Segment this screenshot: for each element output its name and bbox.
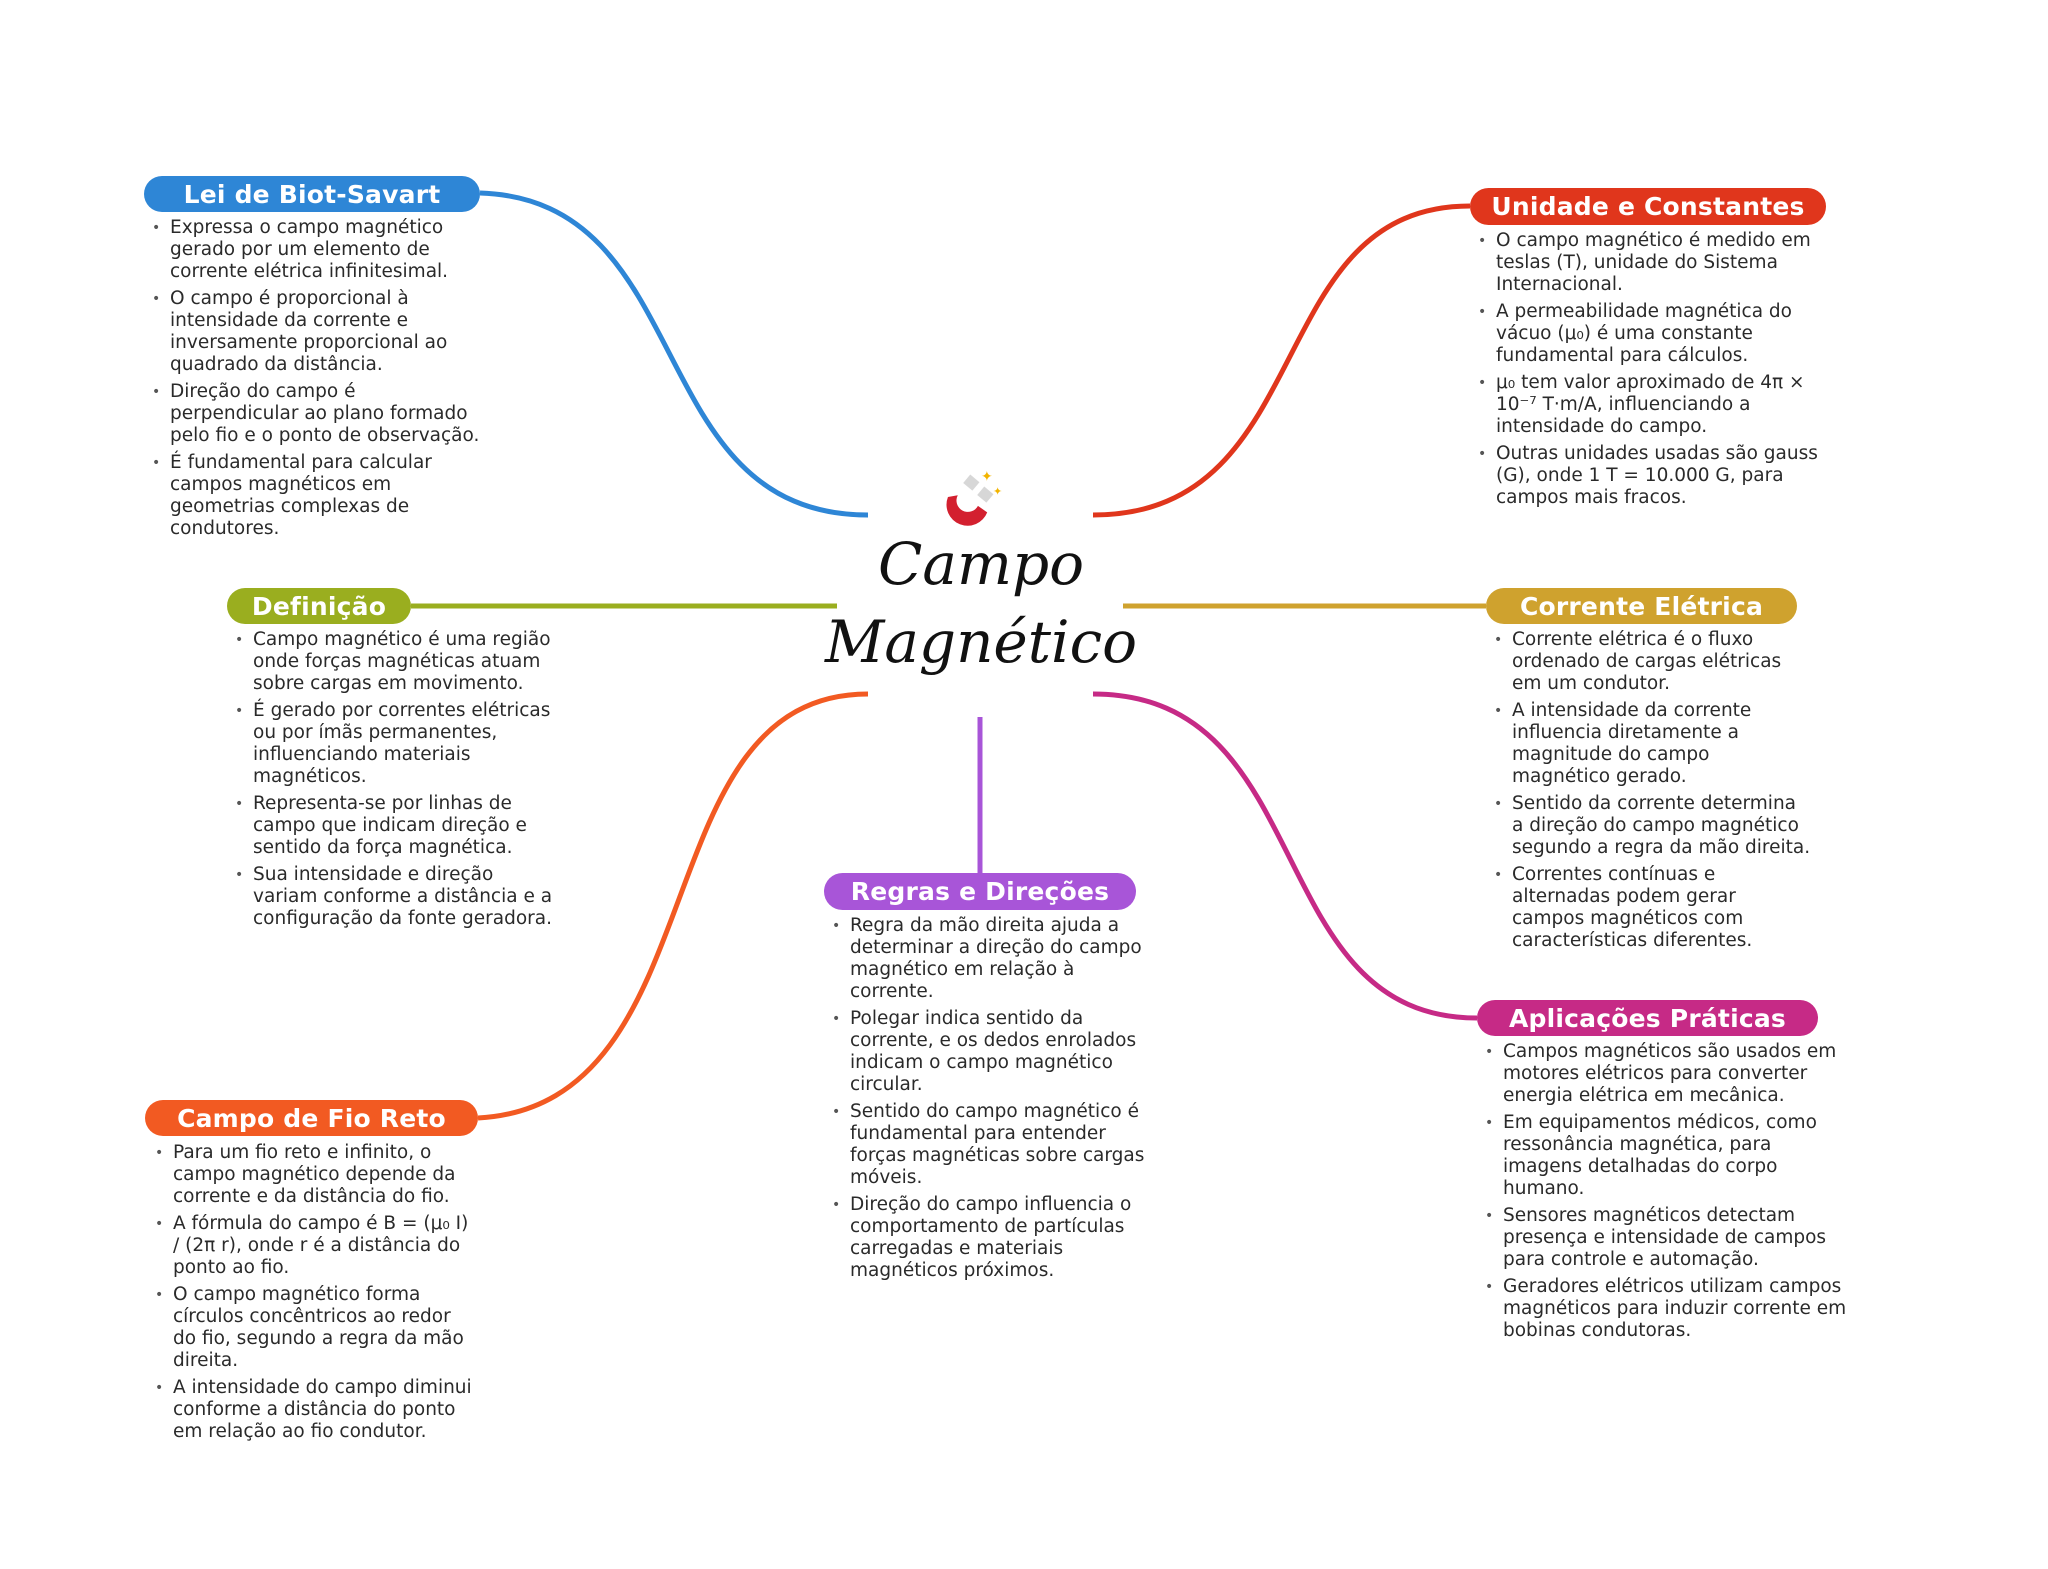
svg-text:✦: ✦ [993, 485, 1002, 498]
note-item: Sensores magnéticos detectam presença e … [1483, 1205, 1848, 1271]
note-item: Geradores elétricos utilizam campos magn… [1483, 1276, 1848, 1342]
note-item: É gerado por correntes elétricas ou por … [233, 700, 553, 788]
note-item: Polegar indica sentido da corrente, e os… [830, 1008, 1160, 1096]
note-item: Representa-se por linhas de campo que in… [233, 793, 553, 859]
central-title-line1: Campo [877, 530, 1084, 598]
note-item: Direção do campo é perpendicular ao plan… [150, 381, 480, 447]
topic-unidade-constantes[interactable]: Unidade e Constantes [1470, 188, 1826, 225]
link-fio [477, 691, 869, 1121]
central-title-line2: Magnético [824, 608, 1138, 676]
link-aplicacoes [1092, 691, 1478, 1021]
note-item: A permeabilidade magnética do vácuo (μ₀)… [1476, 301, 1846, 367]
note-item: Sentido da corrente determina a direção … [1492, 793, 1812, 859]
note-item: μ₀ tem valor aproximado de 4π × 10⁻⁷ T·m… [1476, 372, 1846, 438]
topic-campo-fio-reto[interactable]: Campo de Fio Reto [145, 1100, 478, 1136]
note-item: Em equipamentos médicos, como ressonânci… [1483, 1112, 1848, 1200]
note-item: Campos magnéticos são usados em motores … [1483, 1041, 1848, 1107]
note-item: Regra da mão direita ajuda a determinar … [830, 915, 1160, 1003]
magnet-icon: ✦ ✦ [946, 469, 1002, 526]
note-item: Sua intensidade e direção variam conform… [233, 864, 553, 930]
topic-definicao[interactable]: Definição [227, 588, 411, 624]
note-item: Direção do campo influencia o comportame… [830, 1194, 1160, 1282]
topic-aplicacoes-praticas[interactable]: Aplicações Práticas [1477, 1000, 1818, 1036]
regras-notes: Regra da mão direita ajuda a determinar … [830, 915, 1160, 1287]
note-item: O campo é proporcional à intensidade da … [150, 288, 480, 376]
link-biot [479, 190, 869, 518]
note-item: O campo magnético forma círculos concênt… [153, 1284, 478, 1372]
note-item: Expressa o campo magnético gerado por um… [150, 217, 480, 283]
fio-reto-notes: Para um fio reto e infinito, o campo mag… [153, 1142, 478, 1448]
biot-savart-notes: Expressa o campo magnético gerado por um… [150, 217, 480, 545]
aplicacoes-notes: Campos magnéticos são usados em motores … [1483, 1041, 1848, 1347]
note-item: O campo magnético é medido em teslas (T)… [1476, 230, 1846, 296]
note-item: Campo magnético é uma região onde forças… [233, 629, 553, 695]
note-item: A intensidade da corrente influencia dir… [1492, 700, 1812, 788]
topic-biot-savart[interactable]: Lei de Biot-Savart [144, 176, 480, 212]
note-item: A intensidade do campo diminui conforme … [153, 1377, 478, 1443]
note-item: A fórmula do campo é B = (μ₀ I) / (2π r)… [153, 1213, 478, 1279]
unidade-notes: O campo magnético é medido em teslas (T)… [1476, 230, 1846, 514]
note-item: É fundamental para calcular campos magné… [150, 452, 480, 540]
definicao-notes: Campo magnético é uma região onde forças… [233, 629, 553, 935]
note-item: Sentido do campo magnético é fundamental… [830, 1101, 1160, 1189]
note-item: Correntes contínuas e alternadas podem g… [1492, 864, 1812, 952]
note-item: Corrente elétrica é o fluxo ordenado de … [1492, 629, 1812, 695]
link-unidade [1092, 203, 1471, 518]
note-item: Para um fio reto e infinito, o campo mag… [153, 1142, 478, 1208]
svg-text:✦: ✦ [981, 469, 993, 485]
corrente-notes: Corrente elétrica é o fluxo ordenado de … [1492, 629, 1812, 957]
note-item: Outras unidades usadas são gauss (G), on… [1476, 443, 1846, 509]
topic-regras-direcoes[interactable]: Regras e Direções [824, 873, 1136, 910]
topic-corrente-eletrica[interactable]: Corrente Elétrica [1486, 588, 1797, 624]
